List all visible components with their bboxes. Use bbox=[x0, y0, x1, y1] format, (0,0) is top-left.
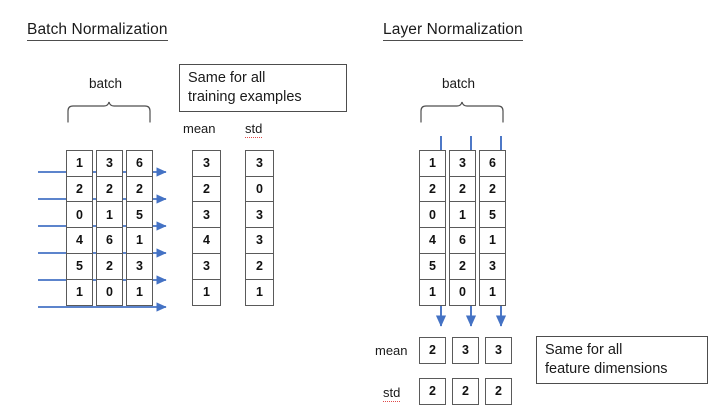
matrix-cell: 3 bbox=[479, 252, 506, 280]
matrix-cell: 2 bbox=[449, 252, 476, 280]
std-cell: 2 bbox=[452, 378, 479, 405]
right-matrix-column-1: 3 2 1 6 2 0 bbox=[449, 150, 476, 306]
left-matrix-column-2: 6 2 5 1 3 1 bbox=[126, 150, 153, 306]
left-std-label: std bbox=[245, 121, 263, 138]
matrix-cell: 1 bbox=[126, 278, 153, 306]
right-mean-label: mean bbox=[375, 343, 408, 358]
matrix-cell: 2 bbox=[449, 175, 476, 203]
left-batch-brace bbox=[66, 101, 152, 123]
matrix-cell: 1 bbox=[479, 227, 506, 255]
matrix-cell: 1 bbox=[66, 150, 93, 177]
matrix-cell: 3 bbox=[449, 150, 476, 177]
mean-cell: 2 bbox=[192, 175, 221, 203]
std-cell: 0 bbox=[245, 175, 274, 203]
left-matrix-column-1: 3 2 1 6 2 0 bbox=[96, 150, 123, 306]
right-matrix-column-2: 6 2 5 1 3 1 bbox=[479, 150, 506, 306]
matrix-cell: 2 bbox=[126, 175, 153, 203]
mean-cell: 3 bbox=[452, 337, 479, 364]
matrix-cell: 2 bbox=[96, 175, 123, 203]
matrix-cell: 4 bbox=[66, 227, 93, 255]
mean-cell: 1 bbox=[192, 278, 221, 306]
matrix-cell: 0 bbox=[419, 201, 446, 229]
mean-cell: 3 bbox=[485, 337, 512, 364]
right-callout-box: Same for all feature dimensions bbox=[536, 336, 708, 384]
mean-cell: 4 bbox=[192, 227, 221, 255]
matrix-cell: 3 bbox=[126, 252, 153, 280]
left-batch-label: batch bbox=[89, 76, 123, 91]
std-cell: 3 bbox=[245, 201, 274, 229]
std-cell: 2 bbox=[419, 378, 446, 405]
matrix-cell: 1 bbox=[419, 150, 446, 177]
matrix-cell: 1 bbox=[126, 227, 153, 255]
matrix-cell: 5 bbox=[479, 201, 506, 229]
right-batch-label: batch bbox=[442, 76, 476, 91]
matrix-cell: 6 bbox=[126, 150, 153, 177]
matrix-cell: 2 bbox=[479, 175, 506, 203]
right-batch-brace bbox=[419, 101, 505, 123]
matrix-cell: 2 bbox=[419, 175, 446, 203]
matrix-cell: 6 bbox=[479, 150, 506, 177]
matrix-cell: 5 bbox=[419, 252, 446, 280]
matrix-cell: 1 bbox=[449, 201, 476, 229]
matrix-cell: 5 bbox=[126, 201, 153, 229]
left-mean-label: mean bbox=[183, 121, 216, 136]
layer-normalization-title: Layer Normalization bbox=[383, 21, 523, 42]
matrix-cell: 0 bbox=[96, 278, 123, 306]
mean-cell: 3 bbox=[192, 150, 221, 177]
right-std-label: std bbox=[383, 385, 401, 402]
matrix-cell: 6 bbox=[96, 227, 123, 255]
std-cell: 1 bbox=[245, 278, 274, 306]
mean-cell: 3 bbox=[192, 252, 221, 280]
mean-cell: 3 bbox=[192, 201, 221, 229]
matrix-cell: 1 bbox=[479, 278, 506, 306]
std-cell: 2 bbox=[485, 378, 512, 405]
matrix-cell: 1 bbox=[96, 201, 123, 229]
batch-normalization-title: Batch Normalization bbox=[27, 21, 168, 42]
right-matrix-column-0: 1 2 0 4 5 1 bbox=[419, 150, 446, 306]
std-cell: 3 bbox=[245, 227, 274, 255]
matrix-cell: 4 bbox=[419, 227, 446, 255]
matrix-cell: 2 bbox=[96, 252, 123, 280]
matrix-cell: 5 bbox=[66, 252, 93, 280]
matrix-cell: 6 bbox=[449, 227, 476, 255]
left-mean-column: 3 2 3 4 3 1 bbox=[192, 150, 221, 306]
matrix-cell: 2 bbox=[66, 175, 93, 203]
left-callout-box: Same for all training examples bbox=[179, 64, 347, 112]
left-std-column: 3 0 3 3 2 1 bbox=[245, 150, 274, 306]
matrix-cell: 0 bbox=[66, 201, 93, 229]
matrix-cell: 0 bbox=[449, 278, 476, 306]
mean-cell: 2 bbox=[419, 337, 446, 364]
matrix-cell: 1 bbox=[66, 278, 93, 306]
std-cell: 3 bbox=[245, 150, 274, 177]
std-cell: 2 bbox=[245, 252, 274, 280]
matrix-cell: 3 bbox=[96, 150, 123, 177]
matrix-cell: 1 bbox=[419, 278, 446, 306]
left-matrix-column-0: 1 2 0 4 5 1 bbox=[66, 150, 93, 306]
